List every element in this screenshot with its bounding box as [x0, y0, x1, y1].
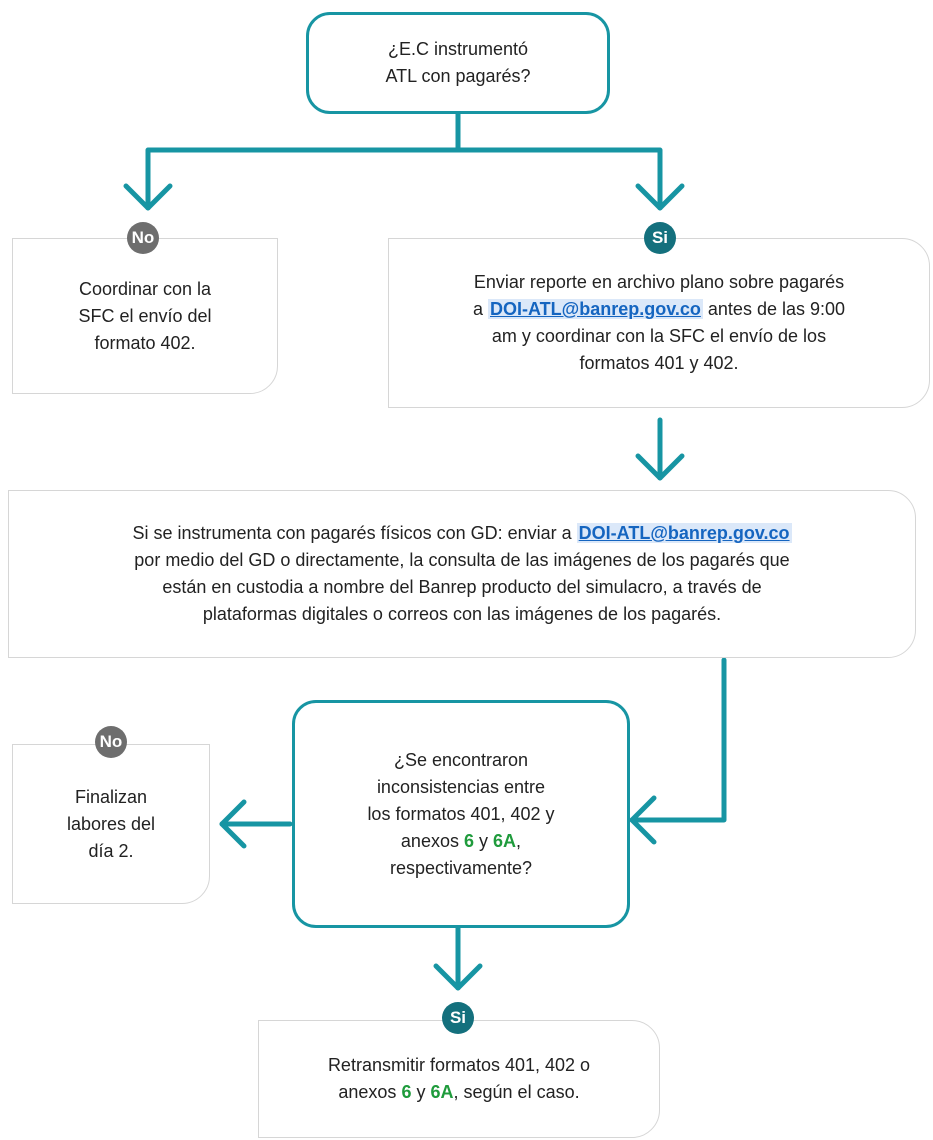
card-text-line: Enviar reporte en archivo plano sobre pa… — [473, 272, 845, 292]
annex-highlight: 6 — [401, 1082, 412, 1102]
annex-highlight: 6A — [430, 1082, 454, 1102]
card-text-line: SFC el envío del — [78, 305, 212, 326]
arrow-head-retransmit — [433, 963, 483, 991]
card-text-line: plataformas digitales o correos con las … — [202, 604, 722, 624]
arrow-head-no — [123, 183, 173, 211]
card-text-line: formatos 401 y 402. — [579, 353, 739, 373]
decision-text-line: inconsistencias entre — [376, 776, 546, 797]
text-prefix: Si se instrumenta con pagarés físicos co… — [132, 523, 572, 543]
card-text-line: Si se instrumenta con pagarés físicos co… — [132, 520, 792, 547]
text-prefix: anexos — [400, 830, 459, 851]
text-suffix: antes de las 9:00 — [707, 299, 846, 319]
arrow-head-physical — [635, 453, 685, 481]
card-text-line: están en custodia a nombre del Banrep pr… — [162, 577, 762, 597]
card-physical-pagares: Si se instrumenta con pagarés físicos co… — [8, 490, 916, 658]
no-badge: No — [95, 726, 127, 758]
card-text-line: a DOI-ATL@banrep.gov.co antes de las 9:0… — [473, 296, 845, 323]
decision-ec-instrumento: ¿E.C instrumentó ATL con pagarés? — [306, 12, 610, 114]
card-text-line: Retransmitir formatos 401, 402 o — [327, 1055, 591, 1075]
si-badge: Si — [644, 222, 676, 254]
email-link[interactable]: DOI-ATL@banrep.gov.co — [576, 523, 792, 543]
decision-text-line: ATL con pagarés? — [385, 66, 531, 86]
text-suffix: , — [516, 830, 522, 851]
text-suffix: , según el caso. — [453, 1082, 580, 1102]
annex-highlight: 6 — [463, 830, 474, 851]
decision-inconsistencias: ¿Se encontraron inconsistencias entre lo… — [292, 700, 630, 928]
card-text-line: día 2. — [88, 840, 134, 861]
decision-text-line: ¿Se encontraron — [393, 749, 529, 770]
connector-physical-to-decision2 — [629, 657, 727, 823]
no-badge: No — [127, 222, 159, 254]
text-connector: y — [416, 1082, 426, 1102]
connector-q1-split — [145, 111, 663, 211]
card-text-line: anexos 6 y 6A, según el caso. — [328, 1079, 590, 1106]
card-text-line: por medio del GD o directamente, la cons… — [134, 550, 790, 570]
email-link[interactable]: DOI-ATL@banrep.gov.co — [488, 299, 703, 319]
card-text-line: Finalizan — [74, 786, 148, 807]
decision-text-line: anexos 6 y 6A, — [367, 828, 554, 855]
decision-text-line: ¿E.C instrumentó — [387, 39, 529, 59]
card-retransmit: Retransmitir formatos 401, 402 o anexos … — [258, 1020, 660, 1138]
card-si-branch: Enviar reporte en archivo plano sobre pa… — [388, 238, 930, 408]
card-end-day: Finalizan labores del día 2. — [12, 744, 210, 904]
card-text-line: formato 402. — [94, 332, 196, 353]
arrow-head-end — [219, 799, 247, 849]
si-badge: Si — [442, 1002, 474, 1034]
arrow-head-si — [635, 183, 685, 211]
arrow-head-decision2 — [629, 795, 657, 845]
card-no-branch: Coordinar con la SFC el envío del format… — [12, 238, 278, 394]
card-text-line: am y coordinar con la SFC el envío de lo… — [491, 326, 827, 346]
text-prefix: anexos — [338, 1082, 397, 1102]
card-text-line: labores del — [66, 813, 156, 834]
annex-highlight: 6A — [493, 830, 517, 851]
decision-text-line: respectivamente? — [389, 857, 533, 878]
card-text-line: Coordinar con la — [78, 278, 212, 299]
text-connector: y — [479, 830, 489, 851]
text-prefix: a — [472, 299, 483, 319]
decision-text-line: los formatos 401, 402 y — [367, 803, 555, 824]
